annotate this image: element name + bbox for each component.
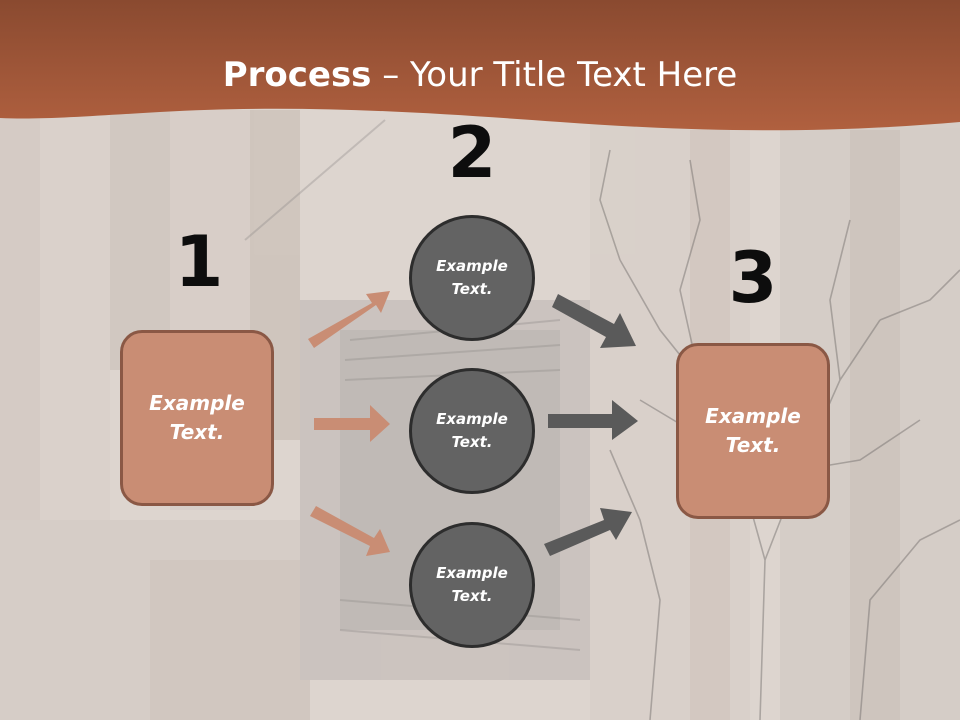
left-box-text: Example Text. (149, 391, 245, 444)
arrow-left-middle (314, 405, 390, 442)
circle-bottom[interactable]: Example Text. (409, 522, 535, 648)
circle-middle[interactable]: Example Text. (409, 368, 535, 494)
circle-top[interactable]: Example Text. (409, 215, 535, 341)
circle-top-text: Example Text. (436, 257, 508, 298)
title-rest: – Your Title Text Here (371, 55, 738, 95)
page-title: Process – Your Title Text Here (0, 52, 960, 98)
title-bold: Process (222, 55, 372, 95)
circle-bottom-text: Example Text. (436, 564, 508, 605)
arrow-left-lower (310, 506, 390, 556)
step-number-2: 2 (447, 112, 497, 194)
arrow-left-upper (308, 291, 390, 348)
step-number-1: 1 (174, 221, 224, 303)
arrow-right-lower (544, 508, 632, 556)
header-banner (0, 0, 960, 131)
arrow-right-upper (552, 294, 636, 348)
right-text-box[interactable]: Example Text. (676, 343, 830, 519)
arrow-right-middle (548, 400, 638, 440)
step-number-3: 3 (728, 237, 778, 319)
right-box-text: Example Text. (705, 404, 801, 457)
left-text-box[interactable]: Example Text. (120, 330, 274, 506)
circle-middle-text: Example Text. (436, 410, 508, 451)
